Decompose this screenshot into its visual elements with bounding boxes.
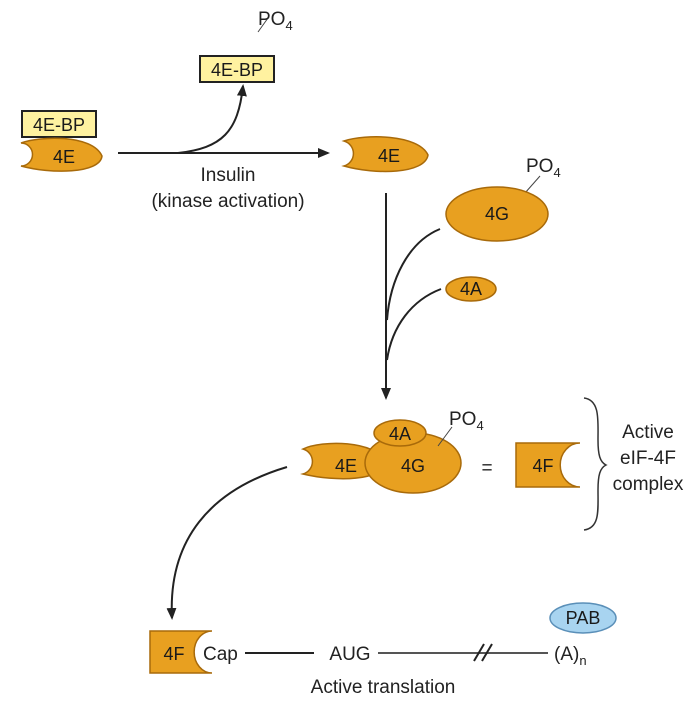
bp-label-released: 4E-BP bbox=[211, 60, 263, 80]
a4-protein-complex bbox=[373, 419, 427, 447]
g4-protein-free bbox=[445, 186, 549, 242]
po4-tick-4g bbox=[524, 175, 541, 194]
bp-box-bound bbox=[21, 110, 97, 138]
bp-release-arrow bbox=[177, 84, 247, 154]
e4-protein-complex bbox=[300, 442, 387, 480]
g4-label-free: 4G bbox=[485, 204, 509, 224]
eif-label: eIF-4F bbox=[620, 448, 676, 469]
bp-box-released bbox=[199, 55, 275, 83]
cap-label: Cap bbox=[203, 644, 238, 665]
complex-brace bbox=[583, 397, 608, 531]
kinase-label: (kinase activation) bbox=[151, 191, 304, 212]
f4-block-mrna bbox=[149, 630, 213, 674]
a4-label-free: 4A bbox=[460, 279, 482, 299]
f4-label-complex: 4F bbox=[532, 456, 553, 476]
active-label: Active bbox=[622, 422, 674, 443]
a4-label-complex: 4A bbox=[389, 424, 411, 444]
a4-protein-free bbox=[445, 276, 497, 302]
pab-protein bbox=[549, 602, 617, 634]
e4-protein-free bbox=[341, 136, 429, 173]
insulin-label: Insulin bbox=[201, 165, 256, 186]
e4-protein-bound bbox=[20, 137, 103, 172]
e4-label-complex: 4E bbox=[335, 456, 357, 476]
equals-sign: = bbox=[481, 458, 492, 479]
bp-label-bound: 4E-BP bbox=[33, 115, 85, 135]
a4-join-curve bbox=[386, 288, 442, 361]
g4-label-complex: 4G bbox=[401, 456, 425, 476]
polya-label: (A)n bbox=[554, 644, 587, 668]
po4-label-4g: PO4 bbox=[526, 156, 561, 180]
translation-label: Active translation bbox=[311, 677, 456, 698]
po4-label-complex: PO4 bbox=[449, 409, 484, 433]
po4-tick-top bbox=[257, 17, 269, 33]
break-mark-1 bbox=[473, 643, 485, 662]
break-mark-2 bbox=[481, 643, 493, 662]
g4-join-curve bbox=[386, 228, 441, 321]
binding-arrow bbox=[166, 466, 288, 620]
e4-label-bound: 4E bbox=[53, 147, 75, 167]
aug-label: AUG bbox=[329, 644, 370, 665]
f4-block-complex bbox=[515, 442, 581, 488]
f4-label-mrna: 4F bbox=[163, 644, 184, 664]
po4-label-top: PO4 bbox=[258, 9, 293, 33]
po4-tick-complex bbox=[437, 426, 453, 447]
e4-label-free: 4E bbox=[378, 146, 400, 166]
complex-label: complex bbox=[613, 474, 684, 495]
pab-label: PAB bbox=[566, 608, 601, 628]
